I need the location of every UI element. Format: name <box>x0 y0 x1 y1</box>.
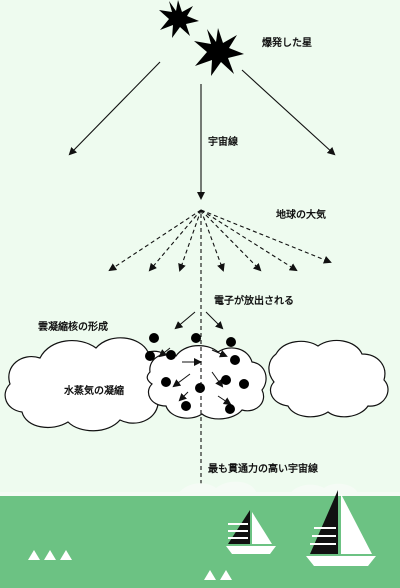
label-cosmic-rays: 宇宙線 <box>208 137 238 148</box>
horizon-band <box>0 492 400 496</box>
cosmic-ray-arrows <box>68 61 336 200</box>
wave-icon <box>28 550 232 580</box>
secondary-particle-arrows <box>108 209 332 272</box>
label-condensation-nuclei: 雲凝縮核の形成 <box>38 322 108 333</box>
sea-surface <box>0 492 400 588</box>
label-most-penetrating-rays: 最も貫通力の高い宇宙線 <box>208 464 318 475</box>
label-electrons-released: 電子が放出される <box>214 296 294 307</box>
sailboat-icon <box>306 490 376 566</box>
label-earth-atmosphere: 地球の大気 <box>276 210 326 221</box>
star-burst-icon <box>194 28 244 76</box>
label-exploded-star: 爆発した星 <box>262 38 312 49</box>
star-burst-icon <box>159 0 199 38</box>
cloud-right <box>268 339 389 418</box>
electron-dots <box>145 333 249 414</box>
sailboat-icon <box>226 510 276 554</box>
electron-arrows <box>158 311 232 406</box>
label-vapor-condensation: 水蒸気の凝縮 <box>64 386 124 397</box>
sea-horizon-clouds <box>178 481 358 494</box>
